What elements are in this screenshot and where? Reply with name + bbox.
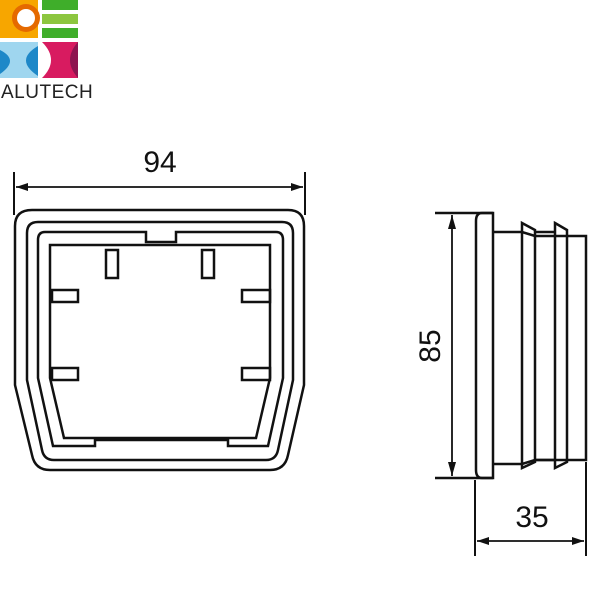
front-view: 94 — [13, 146, 306, 472]
side-view: 85 35 — [414, 211, 588, 556]
brand-name: ALUTECH — [1, 82, 94, 103]
height-dimension-label: 85 — [414, 329, 447, 362]
width-dimension-label: 94 — [143, 146, 176, 179]
depth-dimension-label: 35 — [515, 501, 548, 534]
alutech-logo — [0, 0, 78, 78]
